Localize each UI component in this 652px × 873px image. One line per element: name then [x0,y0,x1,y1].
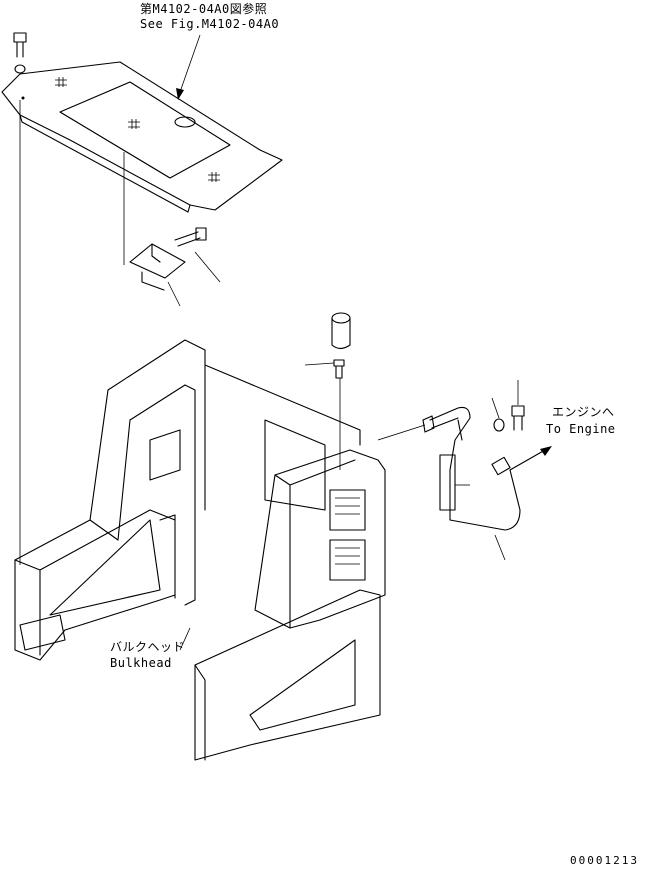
bulkhead-label-en: Bulkhead [110,656,172,670]
engine-label-jp: エンジンへ [552,405,615,419]
reference-arrow [176,34,201,100]
bulkhead-frame [14,339,361,661]
to-engine-arrow [509,446,552,471]
reference-label-jp: 第M4102-04A0図参照 [140,2,268,16]
engine-label-en: To Engine [546,422,616,436]
right-washer [493,418,505,432]
bracket [129,243,186,291]
breather-fitting [333,359,345,379]
bulkhead-label-jp: バルクヘッド [110,640,186,654]
drawing-number: 00001213 [570,854,639,867]
right-bolt [511,405,525,431]
top-bolt [13,32,27,74]
reference-label-en: See Fig.M4102-04A0 [140,17,280,31]
pipe-assembly [422,406,521,531]
bracket-bolt [174,227,207,247]
filter-cap [331,312,351,350]
bulkhead-panel [194,449,386,761]
cover-plate [1,61,283,213]
